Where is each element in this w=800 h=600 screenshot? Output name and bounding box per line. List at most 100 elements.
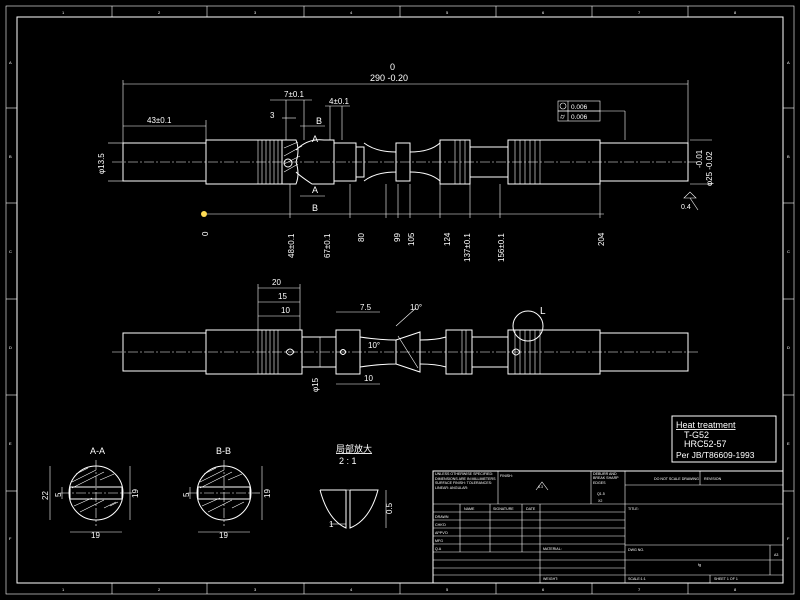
dim-dia-right: φ25 -0.02 [705,151,714,186]
zone-right-d: D [787,345,790,350]
dim-dia-right-upper: -0.01 [695,149,704,168]
detail-view: 局部放大 2 : 1 1 0.5 [319,443,394,529]
zone-left-b: B [9,154,12,159]
sheet-border: 1 2 3 4 5 6 7 8 1 2 3 4 5 6 7 8 A B C D … [5,5,795,595]
detail-l-circle [512,310,544,342]
zone-bottom-4: 4 [350,587,353,592]
tb-row-chkd: CHK'D [435,523,446,527]
shaft-front-view: ⌭ 0 290 -0.20 7±0.1 4±0.1 3 43±0.1 A B A… [97,62,714,262]
svg-text:⌭: ⌭ [560,114,565,121]
section-mark-a-top: A [312,134,318,144]
section-aa-22: 22 [41,491,50,500]
section-mark-a-bottom: A [312,185,318,195]
zone-top-3: 3 [254,10,257,15]
zone-bottom-5: 5 [446,587,449,592]
tb-row-qa: Q.A [435,547,442,551]
section-mark-b-top: B [316,116,322,126]
tb-no-scale: DO NOT SCALE DRAWING [654,477,699,481]
dim-15: 15 [278,292,287,301]
zone-bottom-8: 8 [734,587,737,592]
ordinate-67: 67±0.1 [323,233,332,258]
tb-row-mfg: MFG [435,539,443,543]
section-aa-view: A-A 22 5 19 19 [41,446,140,540]
detail-title: 局部放大 [336,443,372,454]
section-bb-19-bottom: 19 [219,531,228,540]
zone-top-6: 6 [542,10,545,15]
title-block: UNLESS OTHERWISE SPECIFIED: DIMENSIONS A… [432,470,784,584]
section-aa-title: A-A [90,446,105,456]
detail-05: 0.5 [385,502,394,514]
datum-origin-point [201,211,207,217]
zone-right-b: B [787,154,790,159]
section-aa-19-bottom: 19 [91,531,100,540]
roughness-value: 0.4 [681,204,691,211]
ordinate-156: 156±0.1 [497,233,506,262]
zone-top-7: 7 [638,10,641,15]
dim-20: 20 [272,278,281,287]
tolerance-cylindricity: 0.006 [571,114,588,121]
zone-left-f: F [9,536,12,541]
section-aa-5: 5 [54,492,63,497]
section-mark-b-bottom: B [312,203,318,213]
zone-right-a: A [787,60,790,65]
note-line-2: HRC52-57 [684,439,727,449]
detail-label-l: L [540,306,546,317]
tb-weight-label: WEIGHT: [543,577,558,581]
zone-bottom-3: 3 [254,587,257,592]
dim-angle-mid: 10° [368,341,380,350]
zone-left-e: E [9,441,12,446]
ordinate-105: 105 [407,232,416,246]
dim-10-top: 10 [281,306,290,315]
shaft-second-view: 20 15 10 7.5 10° 10° 10 φ15 L [112,278,700,392]
ordinate-137: 137±0.1 [463,233,472,262]
tb-scale-value: Q1.5 [597,492,605,496]
zone-bottom-2: 2 [158,587,161,592]
zone-top-8: 8 [734,10,737,15]
dim-angle-top: 10° [410,303,422,312]
tb-size: A3 [774,553,778,557]
dim-overall-zero: 0 [390,62,395,72]
dim-7: 7±0.1 [284,90,305,99]
tb-col-date: DATE [526,507,536,511]
tb-material: MATERIAL: [543,547,562,551]
zone-top-4: 4 [350,10,353,15]
tb-general-note: UNLESS OTHERWISE SPECIFIED: DIMENSIONS A… [435,472,496,490]
tb-deburr: DEBURR AND BREAK SHARP EDGES [593,472,619,485]
dim-dia-15: φ15 [311,377,320,392]
ordinate-48: 48±0.1 [287,233,296,258]
section-bb-19-right: 19 [263,489,272,498]
note-line-3: Per JB/T86609-1993 [676,450,755,460]
tb-scale-label: SCALE:1:1 [628,577,646,581]
zone-bottom-6: 6 [542,587,545,592]
zone-right-e: E [787,441,790,446]
section-bb-5: 5 [182,492,191,497]
detail-1: 1 [329,520,334,529]
zone-left-d: D [9,345,12,350]
heat-treatment-note: Heat treatment T-G52 HRC52-57 Per JB/T86… [671,415,777,463]
tb-drawing-name: fg [698,563,701,567]
dim-overall-length: 290 -0.20 [370,73,408,83]
zone-bottom-1: 1 [62,587,65,592]
zone-bottom-7: 7 [638,587,641,592]
dim-3: 3 [270,111,275,120]
dim-7-5: 7.5 [360,303,372,312]
zone-left-c: C [9,249,12,254]
tb-weight-value: X2 [598,499,602,503]
zone-left-a: A [9,60,12,65]
section-bb-view: B-B 5 19 19 [182,446,272,540]
zone-top-5: 5 [446,10,449,15]
note-heat-treatment: Heat treatment [676,420,736,430]
dim-4: 4±0.1 [329,97,350,106]
tb-sheet: SHEET 1 OF 1 [714,577,738,581]
tb-finish: FINISH: [500,474,513,478]
tb-title: TITLE: [628,507,639,511]
section-bb-title: B-B [216,446,231,456]
dim-dia-left: φ13.5 [97,153,106,174]
section-aa-19-right: 19 [131,489,140,498]
tb-dwg-no: DWG NO. [628,548,644,552]
ordinate-204: 204 [597,232,606,246]
tb-roughness: 6.3 [538,485,543,489]
zone-top-1: 1 [62,10,65,15]
ordinate-0: 0 [201,231,210,236]
